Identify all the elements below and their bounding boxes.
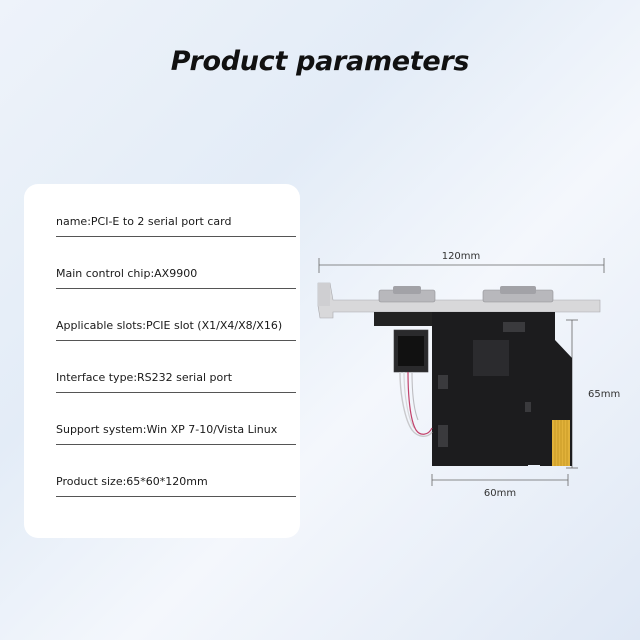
spec-row-interface: Interface type:RS232 serial port xyxy=(56,340,296,393)
component-pad xyxy=(525,402,531,412)
component-pad xyxy=(438,425,448,447)
header-plate xyxy=(374,312,432,326)
spec-row-slots: Applicable slots:PCIE slot (X1/X4/X8/X16… xyxy=(56,288,296,341)
pcb-board-outline xyxy=(432,312,572,466)
spec-chip: Main control chip:AX9900 xyxy=(56,267,198,280)
db9-connector-right xyxy=(482,286,554,303)
spec-system: Support system:Win XP 7-10/Vista Linux xyxy=(56,423,278,436)
width-dimension: 120mm xyxy=(318,251,605,273)
height-label: 65mm xyxy=(588,389,620,400)
gold-fingers xyxy=(552,420,570,466)
spec-size: Product size:65*60*120mm xyxy=(56,475,208,488)
height-dimension: 65mm xyxy=(566,319,620,469)
controller-chip xyxy=(473,340,509,376)
spec-slots: Applicable slots:PCIE slot (X1/X4/X8/X16… xyxy=(56,319,283,332)
component-pad xyxy=(503,322,525,332)
spec-card: name:PCI-E to 2 serial port card Main co… xyxy=(24,184,300,538)
spec-row-chip: Main control chip:AX9900 xyxy=(56,236,296,289)
spec-row-name: name:PCI-E to 2 serial port card xyxy=(56,184,296,237)
spec-row-size: Product size:65*60*120mm xyxy=(56,444,296,497)
page-title: Product parameters xyxy=(170,46,470,77)
board-width-label: 60mm xyxy=(484,488,516,499)
spec-row-system: Support system:Win XP 7-10/Vista Linux xyxy=(56,392,296,445)
spec-interface: Interface type:RS232 serial port xyxy=(56,371,233,384)
spec-name: name:PCI-E to 2 serial port card xyxy=(56,215,232,228)
db9-connector-left xyxy=(378,286,436,303)
pin-header-socket xyxy=(398,336,424,366)
width-label: 120mm xyxy=(442,251,481,262)
ribbon-cable xyxy=(399,371,433,437)
component-pad xyxy=(438,375,448,389)
board-width-dimension: 60mm xyxy=(431,474,569,499)
